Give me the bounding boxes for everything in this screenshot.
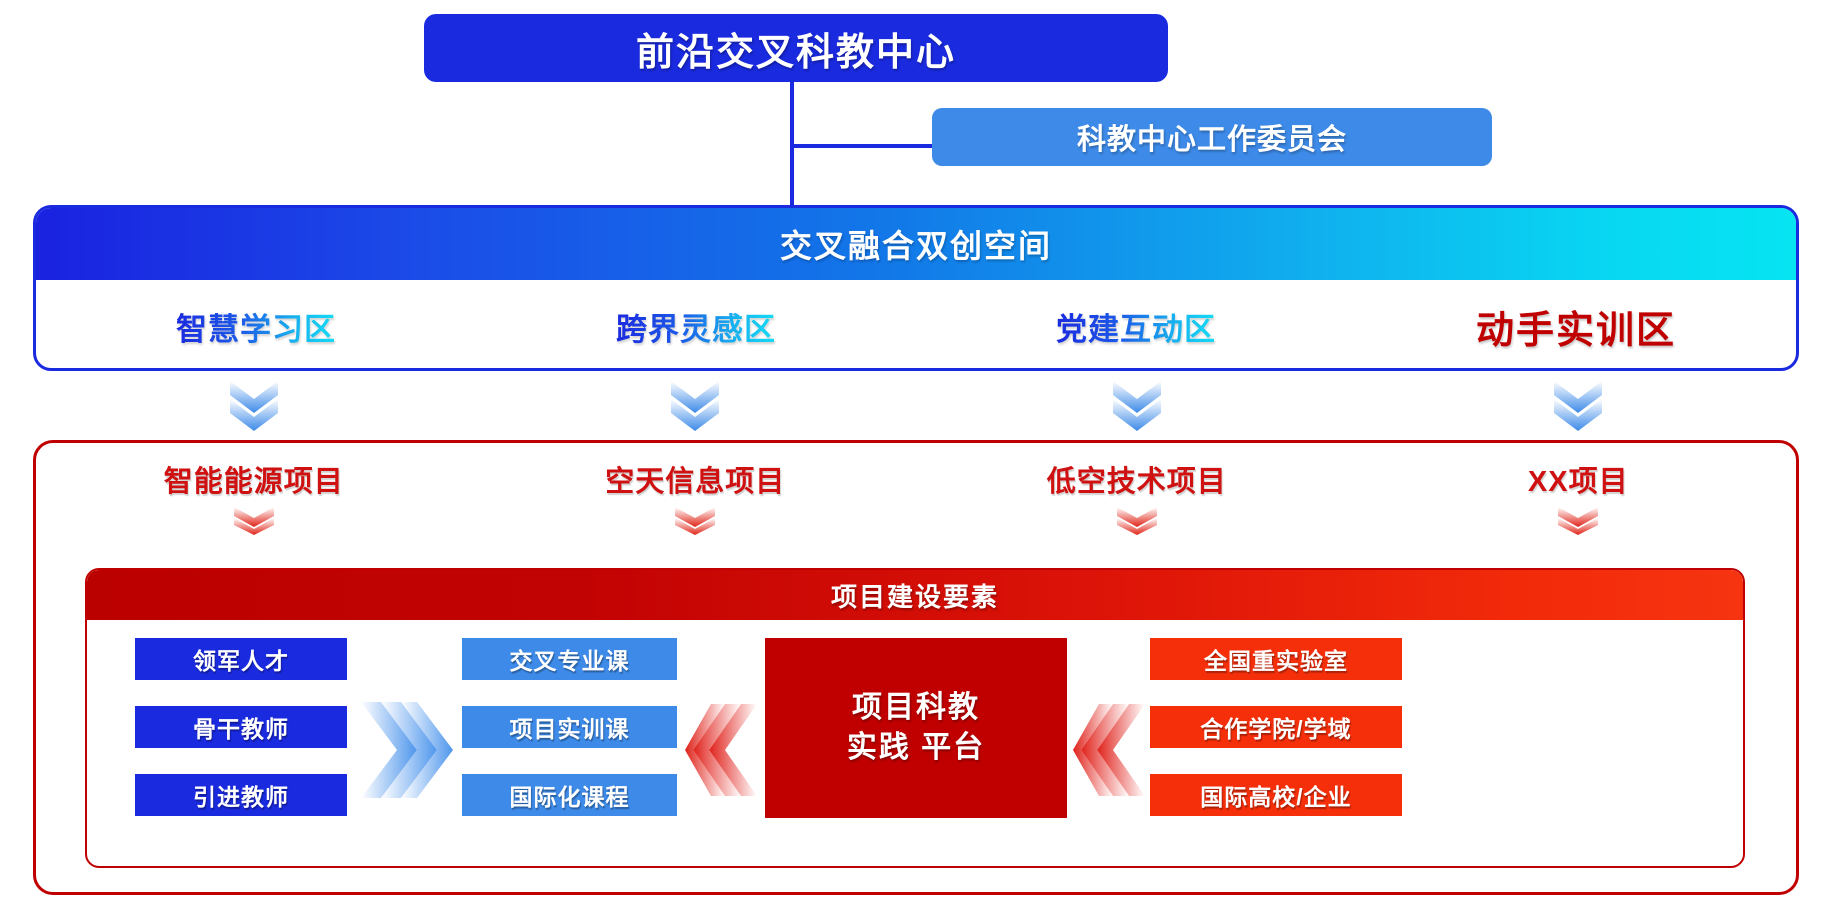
center-title-text: 前沿交叉科教中心 <box>635 31 956 74</box>
chevron-down-icon <box>1116 507 1157 535</box>
zone-item-2[interactable]: 党建互动区 <box>916 280 1356 368</box>
project-item-2[interactable]: 低空技术项目 <box>916 458 1358 536</box>
course-label-2: 国际化课程 <box>509 784 630 810</box>
resource-label-1: 合作学院/学域 <box>1200 716 1352 742</box>
talent-chip-1[interactable]: 骨干教师 <box>135 706 347 748</box>
blue-chevron-cell-0 <box>33 378 475 434</box>
resource-chip-1[interactable]: 合作学院/学域 <box>1150 706 1402 748</box>
talent-chip-2[interactable]: 引进教师 <box>135 774 347 816</box>
resource-chip-0[interactable]: 全国重实验室 <box>1150 638 1402 680</box>
zone-item-1[interactable]: 跨界灵感区 <box>476 280 916 368</box>
project-row: 智能能源项目 空天信息项目 低空技术项目 <box>33 458 1799 536</box>
resource-column: 全国重实验室 合作学院/学域 国际高校/企业 <box>1150 638 1402 816</box>
talent-chip-0[interactable]: 领军人才 <box>135 638 347 680</box>
red-arrow-cluster-left <box>685 700 759 800</box>
project-label-3: XX项目 <box>1527 466 1629 498</box>
project-item-3[interactable]: XX项目 <box>1358 458 1800 536</box>
talent-label-1: 骨干教师 <box>193 716 289 742</box>
blue-chevron-cell-2 <box>916 378 1358 434</box>
project-label-1: 空天信息项目 <box>605 466 786 498</box>
zone-label-1: 跨界灵感区 <box>616 304 776 349</box>
chevron-left-icon <box>1073 704 1145 796</box>
chevron-down-icon <box>1554 381 1603 431</box>
blue-chevron-cell-3 <box>1358 378 1800 434</box>
project-label-0: 智能能源项目 <box>163 466 344 498</box>
connector-horizontal-committee <box>790 144 936 148</box>
project-elements-card: 项目建设要素 领军人才 骨干教师 引进教师 <box>85 568 1745 868</box>
course-chip-1[interactable]: 项目实训课 <box>462 706 677 748</box>
project-label-2: 低空技术项目 <box>1046 466 1227 498</box>
zone-row: 智慧学习区 跨界灵感区 党建互动区 动手实训区 <box>36 280 1796 368</box>
chevron-down-icon <box>229 381 278 431</box>
course-column: 交叉专业课 项目实训课 国际化课程 <box>462 638 677 816</box>
project-item-1[interactable]: 空天信息项目 <box>475 458 917 536</box>
platform-box[interactable]: 项目科教 实践 平台 <box>765 638 1067 818</box>
innovation-space-panel: 交叉融合双创空间 智慧学习区 跨界灵感区 党建互动区 动手实训区 <box>33 205 1799 371</box>
chevron-left-icon <box>685 704 757 796</box>
committee-label: 科教中心工作委员会 <box>1076 124 1347 156</box>
project-elements-title: 项目建设要素 <box>830 581 999 612</box>
innovation-space-title: 交叉融合双创空间 <box>779 228 1052 264</box>
chevron-down-icon <box>1558 507 1599 535</box>
resource-label-2: 国际高校/企业 <box>1200 784 1352 810</box>
red-arrow-cluster-right <box>1073 700 1147 800</box>
zone-item-3[interactable]: 动手实训区 <box>1356 280 1796 368</box>
chevron-right-icon <box>361 702 453 798</box>
center-title-box[interactable]: 前沿交叉科教中心 <box>424 14 1168 82</box>
project-item-0[interactable]: 智能能源项目 <box>33 458 475 536</box>
blue-chevron-cell-1 <box>475 378 917 434</box>
course-label-0: 交叉专业课 <box>509 648 630 674</box>
zone-label-0: 智慧学习区 <box>176 304 336 349</box>
talent-column: 领军人才 骨干教师 引进教师 <box>135 638 347 816</box>
course-label-1: 项目实训课 <box>509 716 630 742</box>
zone-label-2: 党建互动区 <box>1056 304 1216 349</box>
innovation-space-header: 交叉融合双创空间 <box>36 208 1796 280</box>
blue-arrow-cluster <box>359 698 455 802</box>
committee-box[interactable]: 科教中心工作委员会 <box>932 108 1492 166</box>
zone-label-3: 动手实训区 <box>1475 309 1676 352</box>
resource-chip-2[interactable]: 国际高校/企业 <box>1150 774 1402 816</box>
chevron-down-icon <box>671 381 720 431</box>
platform-line-2: 实践 平台 <box>846 731 986 764</box>
chevron-down-icon <box>1112 381 1161 431</box>
talent-label-0: 领军人才 <box>193 648 289 674</box>
chevron-down-icon <box>675 507 716 535</box>
project-elements-header: 项目建设要素 <box>87 570 1743 620</box>
connector-vertical-bottom <box>790 144 794 206</box>
chevron-down-icon <box>233 507 274 535</box>
course-chip-2[interactable]: 国际化课程 <box>462 774 677 816</box>
zone-item-0[interactable]: 智慧学习区 <box>36 280 476 368</box>
talent-label-2: 引进教师 <box>193 784 289 810</box>
blue-chevron-row <box>33 378 1799 434</box>
platform-line-1: 项目科教 <box>852 690 980 724</box>
course-chip-0[interactable]: 交叉专业课 <box>462 638 677 680</box>
resource-label-0: 全国重实验室 <box>1204 648 1348 674</box>
connector-vertical-top <box>790 82 794 148</box>
